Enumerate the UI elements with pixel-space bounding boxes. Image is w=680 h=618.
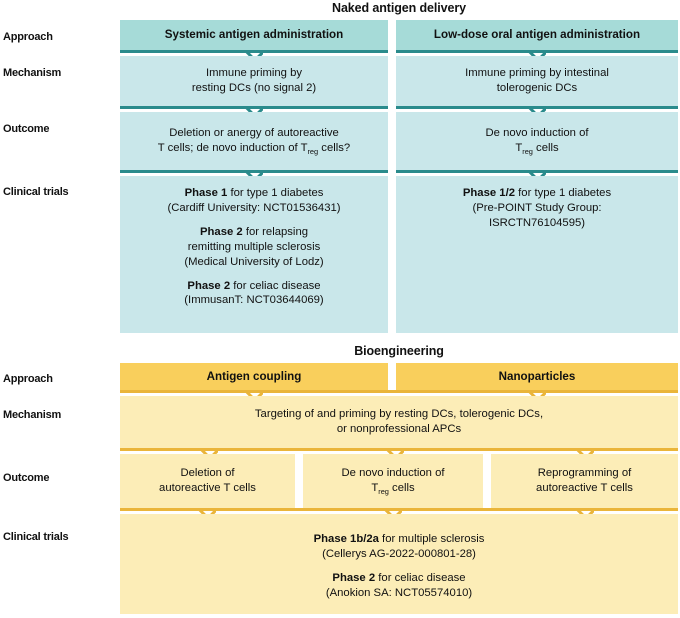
row-label-clinical-trials-bottom: Clinical trials	[3, 531, 69, 543]
trial-entry: Phase 1/2 for type 1 diabetes (Pre-POINT…	[462, 187, 612, 229]
outcome-text-de-novo-induction: De novo induction of Treg cells	[341, 467, 445, 496]
outcome-box-deletion[interactable]: Deletion of autoreactive T cells	[120, 454, 295, 508]
row-label-mechanism-top: Mechanism	[3, 67, 62, 79]
rule-approach-systemic	[120, 50, 388, 53]
outcome-box-de-novo-induction[interactable]: De novo induction of Treg cells	[303, 454, 483, 508]
mechanism-text-bioengineering: Targeting of and priming by resting DCs,…	[254, 408, 544, 435]
mechanism-box-bioengineering[interactable]: Targeting of and priming by resting DCs,…	[120, 396, 678, 448]
row-label-outcome-bottom: Outcome	[3, 472, 50, 484]
clinical-trials-box-low-dose-oral[interactable]: Phase 1/2 for type 1 diabetes (Pre-POINT…	[396, 176, 678, 333]
rule-outcome-systemic	[120, 170, 388, 173]
clinical-trials-box-bioengineering[interactable]: Phase 1b/2a for multiple sclerosis (Cell…	[120, 514, 678, 614]
section-title-naked-antigen-delivery: Naked antigen delivery	[332, 1, 466, 15]
trial-entry: Phase 1 for type 1 diabetes (Cardiff Uni…	[167, 187, 341, 214]
rule-mechanism-low-dose-oral	[396, 106, 678, 109]
row-label-clinical-trials-top: Clinical trials	[3, 186, 69, 198]
approach-box-systemic[interactable]: Systemic antigen administration	[120, 20, 388, 50]
clinical-trials-box-systemic[interactable]: Phase 1 for type 1 diabetes (Cardiff Uni…	[120, 176, 388, 333]
approach-box-nanoparticles[interactable]: Nanoparticles	[396, 363, 678, 390]
outcome-box-low-dose-oral[interactable]: De novo induction of Treg cells	[396, 112, 678, 170]
row-label-approach-top: Approach	[3, 31, 53, 43]
rule-approach-bioengineering	[120, 390, 678, 393]
row-label-mechanism-bottom: Mechanism	[3, 409, 62, 421]
outcome-box-systemic[interactable]: Deletion or anergy of autoreactive T cel…	[120, 112, 388, 170]
trial-entry: Phase 1b/2a for multiple sclerosis (Cell…	[313, 533, 485, 560]
rule-mechanism-bioengineering	[120, 448, 678, 451]
rule-outcome-bioengineering	[120, 508, 678, 511]
outcome-box-reprogramming[interactable]: Reprogramming of autoreactive T cells	[491, 454, 678, 508]
outcome-text-systemic: Deletion or anergy of autoreactive T cel…	[157, 127, 351, 156]
approach-box-antigen-coupling[interactable]: Antigen coupling	[120, 363, 388, 390]
section-title-bioengineering: Bioengineering	[354, 344, 444, 358]
row-label-outcome-top: Outcome	[3, 123, 50, 135]
outcome-text-low-dose-oral: De novo induction of Treg cells	[485, 127, 589, 156]
row-label-approach-bottom: Approach	[3, 373, 53, 385]
trial-entry: Phase 2 for celiac disease (Anokion SA: …	[325, 571, 473, 599]
outcome-text-deletion: Deletion of autoreactive T cells	[159, 467, 256, 494]
trial-entry: Phase 2 for celiac disease (ImmusanT: NC…	[184, 279, 324, 307]
outcome-text-reprogramming: Reprogramming of autoreactive T cells	[536, 467, 633, 494]
rule-approach-low-dose-oral	[396, 50, 678, 53]
approach-box-low-dose-oral[interactable]: Low-dose oral antigen administration	[396, 20, 678, 50]
rule-mechanism-systemic	[120, 106, 388, 109]
trial-entry: Phase 2 for relapsing remitting multiple…	[184, 225, 324, 268]
rule-outcome-low-dose-oral	[396, 170, 678, 173]
